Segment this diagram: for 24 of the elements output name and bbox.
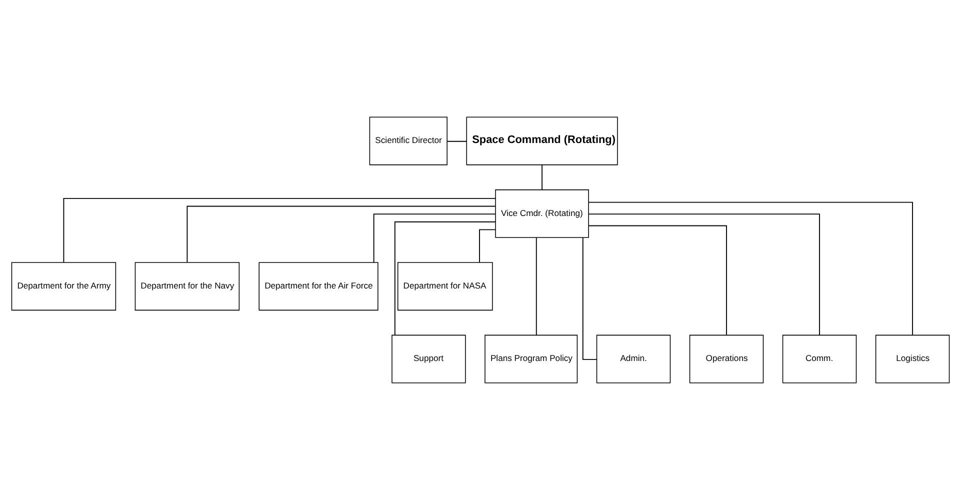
connector [394,220,496,336]
connector [536,236,537,335]
connector [588,201,913,335]
connector [186,205,496,262]
node-box: Admin. [596,334,671,383]
node-box: Vice Cmdr. (Rotating) [495,188,589,238]
connector [479,228,496,262]
node-box: Space Command (Rotating) [466,116,618,165]
node-box: Department for the Air Force [258,262,378,310]
node-box: Plans Program Policy [484,334,578,383]
connector [588,224,727,335]
node-box: Department for NASA [397,262,493,310]
node-box: Logistics [875,334,950,383]
connector [373,213,496,262]
connector [588,213,820,336]
node-box: Department for the Navy [134,262,240,310]
connector [63,197,496,262]
connector [446,140,468,142]
connector [542,164,543,190]
node-box: Scientific Director [369,116,448,165]
node-box: Department for the Army [11,262,116,310]
node-box: Comm. [782,334,857,383]
node-box: Operations [689,334,764,383]
node-box: Support [392,334,466,383]
